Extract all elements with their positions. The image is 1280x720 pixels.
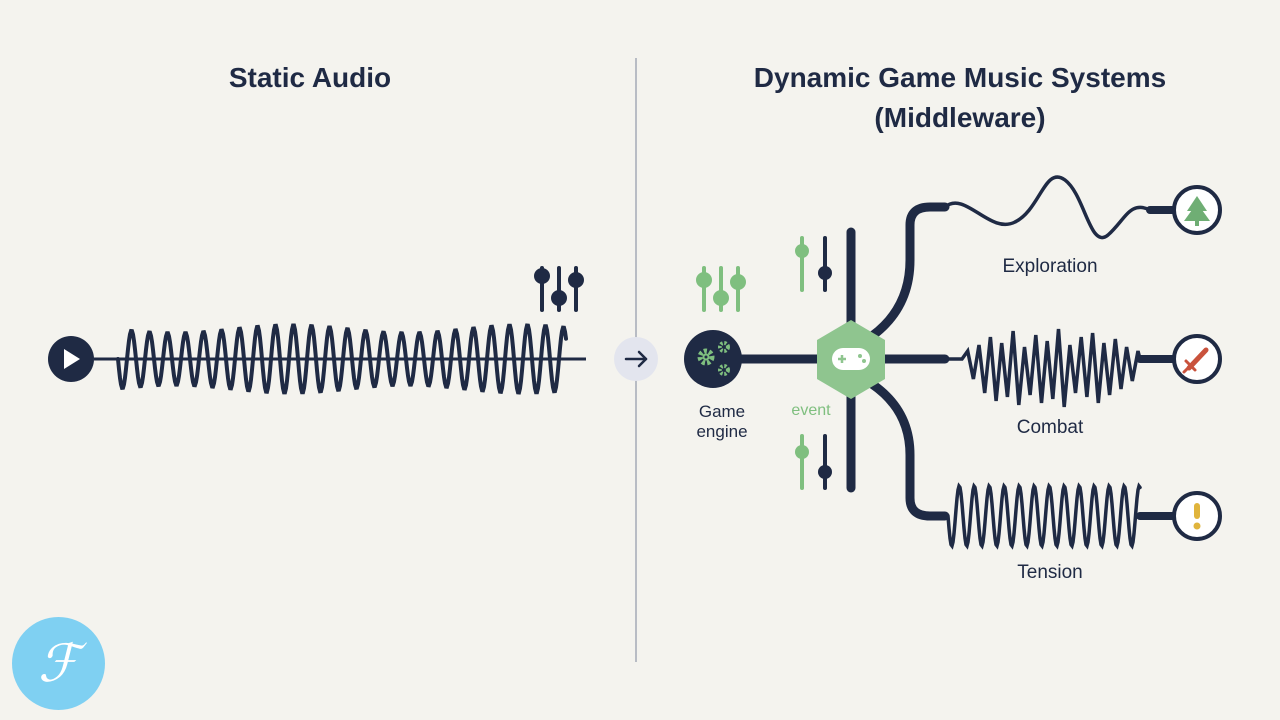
game-engine-label: Game engine [670, 402, 774, 442]
tension-waveform [946, 482, 1142, 550]
static-audio-waveform [116, 323, 568, 395]
static-mixer-icon [534, 266, 584, 312]
combat-waveform [945, 328, 1142, 408]
sword-icon [1182, 347, 1209, 374]
engine-mixer-icon [696, 266, 746, 312]
combat-label: Combat [1016, 417, 1084, 438]
branch-tension-connector [867, 379, 950, 521]
branch-exploration-connector [867, 202, 950, 341]
transition-arrow-button [614, 337, 658, 381]
exploration-label: Exploration [1002, 256, 1098, 277]
game-engine-label-line1: Game [698, 402, 746, 421]
dynamic-music-title-line2: (Middleware) [874, 102, 1046, 133]
tension-output-node [1172, 491, 1222, 541]
exclamation-icon [1193, 503, 1201, 530]
logo-badge [12, 617, 105, 710]
exploration-output-node [1172, 185, 1222, 235]
gears-icon [697, 341, 730, 376]
arrow-right-icon [624, 350, 648, 368]
combat-output-node [1172, 334, 1222, 384]
static-audio-title: Static Audio [228, 62, 392, 93]
dynamic-music-title: Dynamic Game Music Systems (Middleware) [700, 58, 1220, 138]
middleware-hub-node [817, 320, 885, 399]
tree-icon [1184, 196, 1210, 226]
play-button[interactable] [48, 336, 94, 382]
event-slider-bottom [795, 434, 832, 490]
gamepad-icon [832, 348, 870, 370]
site-logo: ℱ [12, 617, 105, 710]
dynamic-music-title-line1: Dynamic Game Music Systems [753, 62, 1167, 93]
tension-label: Tension [1017, 562, 1083, 583]
exploration-waveform [943, 175, 1152, 240]
game-engine-label-line2: engine [696, 422, 748, 441]
game-engine-node [684, 330, 742, 388]
event-label: event [791, 402, 831, 419]
play-icon [64, 349, 80, 369]
logo-glyph: ℱ [38, 634, 87, 694]
event-slider-top [795, 236, 832, 292]
